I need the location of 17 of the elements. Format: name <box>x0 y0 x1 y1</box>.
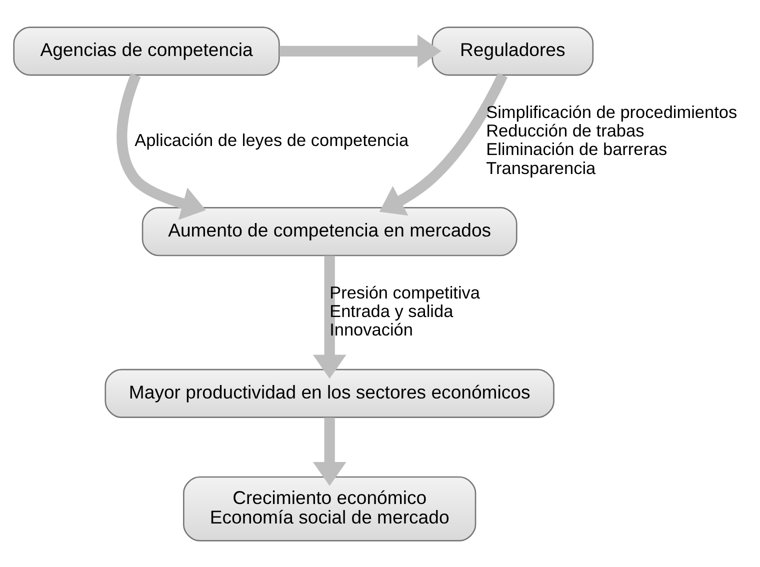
arrow <box>312 255 346 378</box>
node-box: Crecimiento económico Economía social de mercado <box>183 476 476 541</box>
node-box: Agencias de competencia <box>13 26 280 76</box>
edge-label: Reducción de trabas <box>486 120 644 140</box>
arrow <box>312 417 346 486</box>
edge-label: Eliminación de barreras <box>486 138 668 159</box>
arrow <box>379 72 508 216</box>
edge-label: Simplificación de procedimientos <box>486 102 738 122</box>
arrow <box>280 34 442 68</box>
edge-label: Transparencia <box>486 157 596 178</box>
edge-label: Entrada y salida <box>330 300 454 321</box>
edge-label: Presión competitiva <box>330 282 480 302</box>
node-box: Reguladores <box>432 26 594 76</box>
node-box: Mayor productividad en los sectores económicos <box>104 368 554 418</box>
arrow <box>116 72 206 220</box>
node-box: Aumento de competencia en mercados <box>142 206 518 256</box>
edge-label: Aplicación de leyes de competencia <box>134 129 409 150</box>
